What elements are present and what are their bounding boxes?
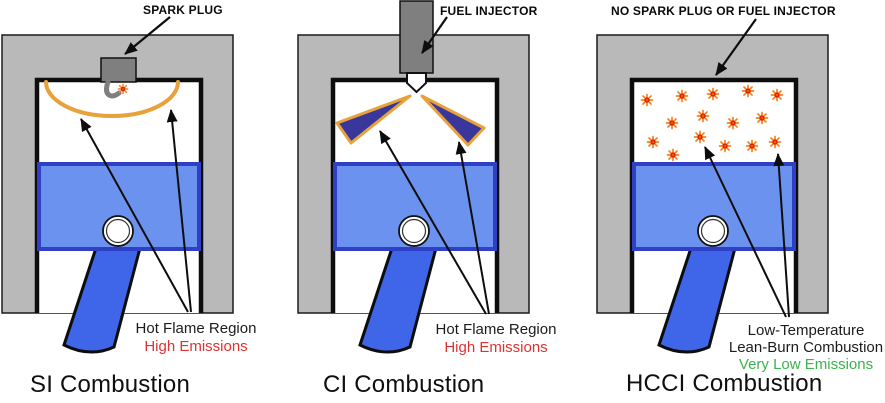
fuel-injector-arrow	[421, 16, 448, 54]
combustion-star	[666, 148, 680, 162]
hcci-annotation: Low-Temperature Lean-Burn Combustion Ver…	[723, 322, 885, 373]
spark-plug-arrow	[124, 16, 171, 55]
ci-annotation: Hot Flame Region High Emissions	[428, 321, 564, 357]
si-annotation-line2: High Emissions	[144, 338, 248, 355]
si-annotation: Hot Flame Region High Emissions	[128, 320, 264, 356]
hcci-annotation-line2: Lean-Burn Combustion	[728, 339, 884, 356]
fuel-spray-cone-left	[335, 94, 412, 145]
annotation-arrow	[379, 130, 487, 315]
combustion-star	[768, 135, 782, 149]
ci-title: CI Combustion	[323, 371, 485, 398]
fuel-injector-label: FUEL INJECTOR	[440, 4, 538, 18]
combustion-star	[706, 87, 720, 101]
annotation-arrow	[773, 153, 790, 318]
ci-engine	[298, 0, 529, 352]
hcci-engine-assembly	[597, 35, 828, 352]
combustion-star	[696, 109, 710, 123]
combustion-star	[646, 135, 660, 149]
annotation-arrow	[80, 118, 189, 313]
combustion-star	[726, 116, 740, 130]
flame-front-arc	[44, 80, 180, 118]
combustion-star	[718, 139, 732, 153]
spark-plug-electrode	[104, 79, 122, 99]
injector-nozzle	[406, 72, 427, 94]
si-title: SI Combustion	[30, 371, 191, 398]
combustion-star	[665, 116, 679, 130]
si-annotation-line1: Hot Flame Region	[135, 320, 257, 337]
combustion-star	[745, 139, 759, 153]
no-plug-arrow	[715, 18, 757, 76]
hcci-annotation-line1: Low-Temperature	[747, 322, 865, 339]
combustion-star	[693, 130, 707, 144]
spark-plug-label: SPARK PLUG	[143, 3, 223, 17]
annotation-arrow	[166, 109, 192, 313]
combustion-star	[770, 88, 784, 102]
ci-annotation-line1: Hot Flame Region	[435, 321, 557, 338]
fuel-spray-cone-right	[420, 94, 486, 147]
combustion-star	[640, 93, 654, 107]
si-engine	[2, 16, 233, 352]
spark-icon	[117, 83, 129, 95]
annotation-arrow	[455, 141, 490, 315]
hcci-title: HCCI Combustion	[626, 370, 823, 397]
combustion-star	[741, 84, 755, 98]
fuel-injector-body	[399, 0, 434, 74]
annotation-arrow	[704, 146, 787, 318]
ci-annotation-line2: High Emissions	[444, 339, 548, 356]
hcci-engine	[597, 18, 828, 352]
no-spark-plug-label: NO SPARK PLUG OR FUEL INJECTOR	[611, 4, 836, 18]
combustion-star	[675, 89, 689, 103]
spark-plug	[100, 57, 137, 83]
hcci-annotation-line3: Very Low Emissions	[738, 356, 874, 373]
combustion-star	[755, 111, 769, 125]
